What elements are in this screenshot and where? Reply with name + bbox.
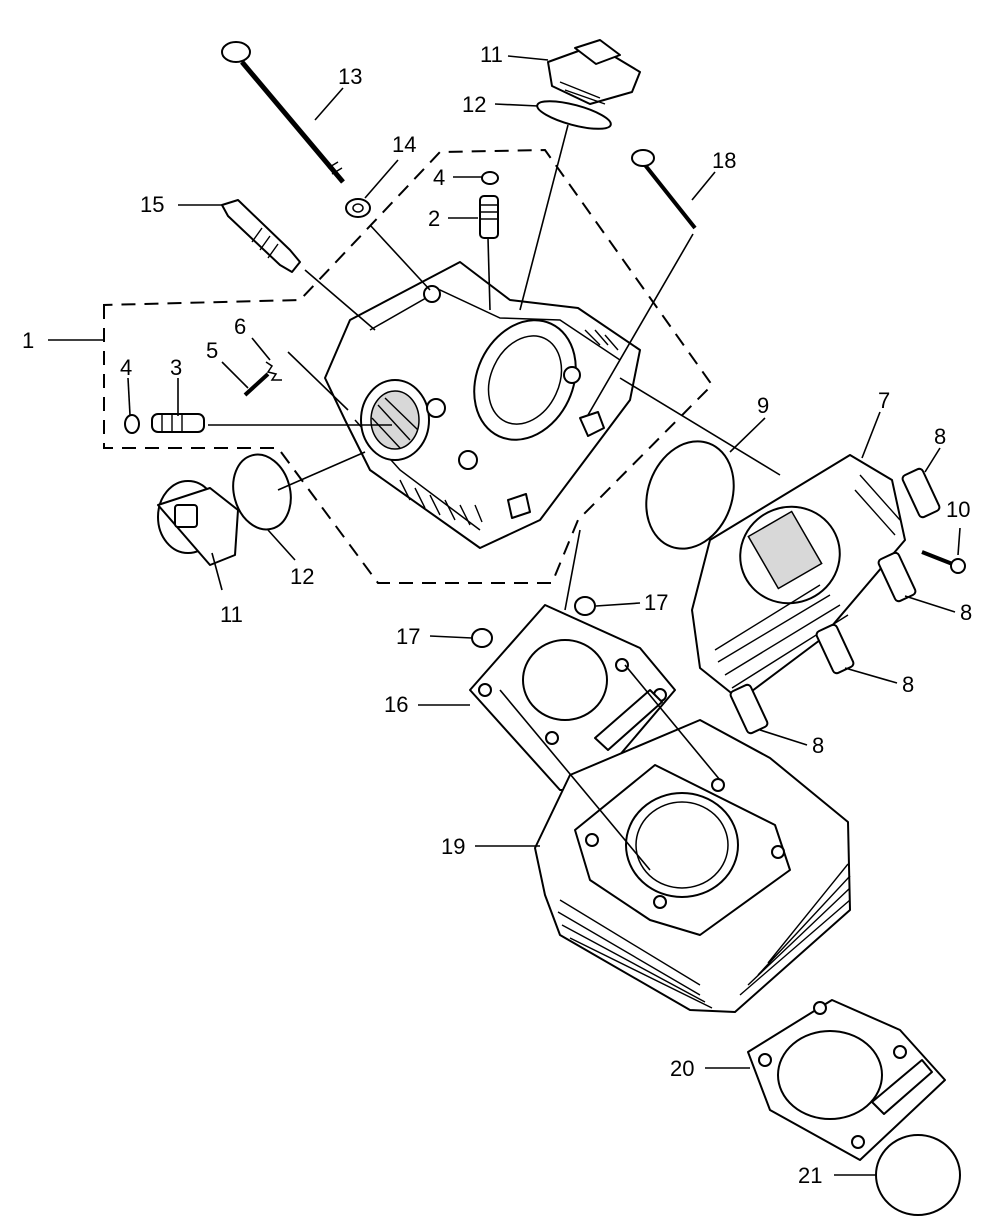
callout-19: 19 [441,834,465,859]
head-cover-part [691,454,906,701]
callout-8-d: 8 [812,733,824,758]
callout-13: 13 [338,64,362,89]
cylinder-block-part [534,719,851,1013]
cylinder-head-part [324,261,641,549]
callout-17-left: 17 [396,624,420,649]
circlip-top-part [481,171,499,185]
connector-lines [208,124,781,871]
spark-plug-part [221,199,301,273]
callout-21: 21 [798,1163,822,1188]
cover-bolt-part [921,550,966,574]
o-ring-bottom-part [875,1134,961,1216]
callout-16: 16 [384,692,408,717]
leader-lines [48,55,961,1176]
callout-10: 10 [946,497,970,522]
callout-15: 15 [140,192,164,217]
dowel-pin-part [471,596,596,648]
valve-cap-top-part [547,39,641,105]
bolt-small-part [243,372,270,397]
rubber-damper-part [729,467,941,735]
callout-6: 6 [234,314,246,339]
base-gasket-part [747,999,946,1161]
washer-part [345,198,371,218]
callout-18: 18 [712,148,736,173]
callout-8-a: 8 [934,424,946,449]
callout-8-b: 8 [960,600,972,625]
callout-labels: 1 2 3 4 4 5 6 7 8 8 8 8 9 10 11 11 12 12… [22,42,972,1188]
callout-7: 7 [878,388,890,413]
callout-14: 14 [392,132,416,157]
callout-1: 1 [22,328,34,353]
circlip-left-part [124,414,140,434]
callout-20: 20 [670,1056,694,1081]
callout-11-side: 11 [220,602,243,627]
callout-8-c: 8 [902,672,914,697]
spring-part [265,361,282,381]
o-ring-large-part [645,440,735,550]
callout-12-top: 12 [462,92,486,117]
callout-9: 9 [757,393,769,418]
long-bolt-part [221,41,345,184]
o-ring-top-part [536,100,612,130]
callout-17-right: 17 [644,590,668,615]
callout-11-top: 11 [480,42,503,67]
callout-12-side: 12 [290,564,314,589]
callout-2: 2 [428,206,440,231]
adjuster-screw-part [151,413,205,433]
callout-5: 5 [206,338,218,363]
tappet-part [479,195,499,239]
stud-bolt-part [631,149,697,230]
valve-cap-side-part [157,480,239,566]
callout-4-top: 4 [433,165,445,190]
callout-3: 3 [170,355,182,380]
cylinder-head-assembly-outline [103,148,714,584]
callout-4-left: 4 [120,355,132,380]
head-gasket-part [469,604,676,791]
